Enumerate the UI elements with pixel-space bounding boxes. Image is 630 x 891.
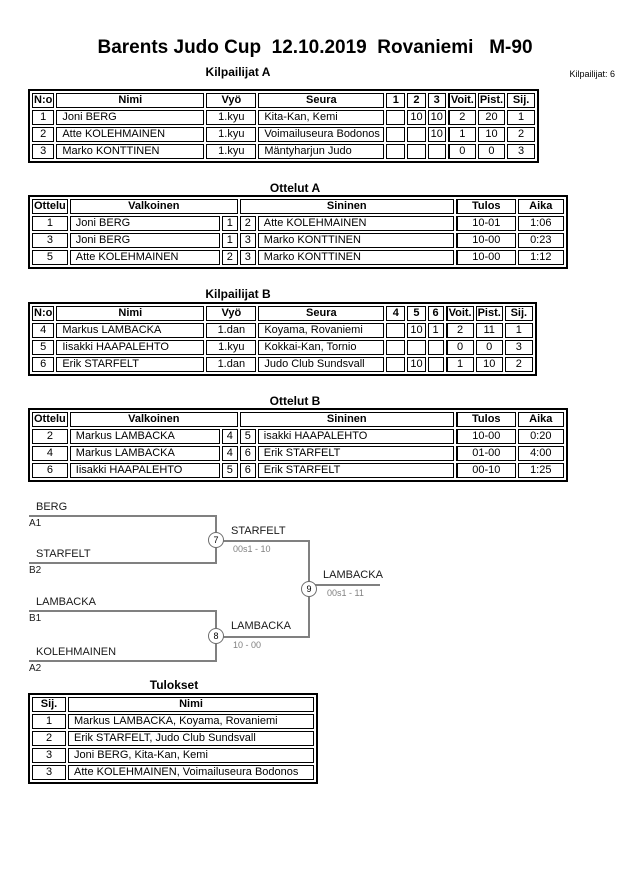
match-score: 00s1 - 11 xyxy=(327,588,364,598)
col-time: Aika xyxy=(517,412,564,427)
col-place: Sij. xyxy=(507,93,536,108)
table-row: 6 Iisakki HAAPALEHTO 5 6 Erik STARFELT 0… xyxy=(32,463,564,478)
pool-a-header-row: N:o Nimi Vyö Seura 1 2 3 Voit. Pist. Sij… xyxy=(32,93,536,108)
col-name: Nimi xyxy=(56,306,205,321)
bracket-line xyxy=(29,515,217,517)
table-row: 4 Markus LAMBACKA 4 6 Erik STARFELT 01-0… xyxy=(32,446,564,461)
page-title: Barents Judo Cup 12.10.2019 Rovaniemi M-… xyxy=(97,37,533,58)
col-white: Valkoinen xyxy=(69,412,238,427)
pool-a-title: Kilpailijat A xyxy=(205,65,271,79)
results-table: Sij. Nimi 1 Markus LAMBACKA, Koyama, Rov… xyxy=(28,693,318,784)
bracket-line xyxy=(310,584,380,586)
bracket-line xyxy=(217,540,310,542)
col-name: Nimi xyxy=(68,697,314,712)
bracket-line xyxy=(29,660,217,662)
table-row: 1 Markus LAMBACKA, Koyama, Rovaniemi xyxy=(32,714,314,729)
table-row: 4 Markus LAMBACKA 1.dan Koyama, Rovaniem… xyxy=(32,323,533,338)
bracket-line xyxy=(29,610,217,612)
col-club: Seura xyxy=(258,93,385,108)
col-white: Valkoinen xyxy=(69,199,238,214)
col-number: N:o xyxy=(32,93,55,108)
col-result: Tulos xyxy=(455,412,516,427)
col-time: Aika xyxy=(517,199,564,214)
bracket-line xyxy=(217,636,310,638)
match-score: 10 - 00 xyxy=(233,640,262,650)
bracket-slot-name: KOLEHMAINEN xyxy=(36,646,117,658)
col-result: Tulos xyxy=(455,199,516,214)
bracket-seed: B2 xyxy=(29,565,42,576)
table-row: 2 Atte KOLEHMAINEN 1.kyu Voimailuseura B… xyxy=(32,127,536,142)
col-wins: Voit. xyxy=(447,93,476,108)
match-winner: LAMBACKA xyxy=(323,569,383,581)
col-match: Ottelu xyxy=(32,199,68,214)
table-row: 3 Atte KOLEHMAINEN, Voimailuseura Bodono… xyxy=(32,765,314,780)
table-row: 2 Markus LAMBACKA 4 5 isakki HAAPALEHTO … xyxy=(32,429,564,444)
col-number: N:o xyxy=(32,306,55,321)
pool-a-table: N:o Nimi Vyö Seura 1 2 3 Voit. Pist. Sij… xyxy=(28,89,540,163)
col-opp1: 1 xyxy=(386,93,406,108)
match-number-badge: 7 xyxy=(208,532,224,548)
pool-b-header-row: N:o Nimi Vyö Seura 4 5 6 Voit. Pist. Sij… xyxy=(32,306,533,321)
col-points: Pist. xyxy=(475,306,503,321)
table-row: 3 Joni BERG 1 3 Marko KONTTINEN 10-00 0:… xyxy=(32,233,564,248)
matches-a-table: Ottelu Valkoinen Sininen Tulos Aika 1 Jo… xyxy=(28,195,568,269)
col-place: Sij. xyxy=(32,697,66,712)
match-winner: LAMBACKA xyxy=(231,620,291,632)
table-row: 5 Atte KOLEHMAINEN 2 3 Marko KONTTINEN 1… xyxy=(32,250,564,265)
match-number-badge: 9 xyxy=(301,581,317,597)
col-belt: Vyö xyxy=(206,306,257,321)
col-opp5: 5 xyxy=(407,306,426,321)
pool-b-title: Kilpailijat B xyxy=(205,287,271,301)
bracket-slot-name: LAMBACKA xyxy=(36,596,96,608)
pool-b-table: N:o Nimi Vyö Seura 4 5 6 Voit. Pist. Sij… xyxy=(28,302,537,376)
bracket-slot-name: STARFELT xyxy=(36,548,91,560)
results-title: Tulokset xyxy=(149,678,199,692)
matches-a-header-row: Ottelu Valkoinen Sininen Tulos Aika xyxy=(32,199,564,214)
table-row: 1 Joni BERG 1 2 Atte KOLEHMAINEN 10-01 1… xyxy=(32,216,564,231)
col-blue: Sininen xyxy=(239,412,454,427)
results-header-row: Sij. Nimi xyxy=(32,697,314,712)
bracket-slot-name: BERG xyxy=(36,501,68,513)
col-club: Seura xyxy=(258,306,385,321)
table-row: 3 Marko KONTTINEN 1.kyu Mäntyharjun Judo… xyxy=(32,144,536,159)
col-opp2: 2 xyxy=(407,93,426,108)
match-number-badge: 8 xyxy=(208,628,224,644)
bracket-seed: B1 xyxy=(29,613,42,624)
matches-b-title: Ottelut B xyxy=(269,394,321,408)
bracket-line xyxy=(29,562,217,564)
col-opp4: 4 xyxy=(386,306,406,321)
table-row: 6 Erik STARFELT 1.dan Judo Club Sundsval… xyxy=(32,357,533,372)
col-place: Sij. xyxy=(504,306,533,321)
participants-count: Kilpailijat: 6 xyxy=(569,69,615,79)
matches-b-header-row: Ottelu Valkoinen Sininen Tulos Aika xyxy=(32,412,564,427)
col-match: Ottelu xyxy=(32,412,68,427)
table-row: 1 Joni BERG 1.kyu Kita-Kan, Kemi 10 10 2… xyxy=(32,110,536,125)
col-belt: Vyö xyxy=(206,93,257,108)
table-row: 3 Joni BERG, Kita-Kan, Kemi xyxy=(32,748,314,763)
col-opp3: 3 xyxy=(427,93,446,108)
match-score: 00s1 - 10 xyxy=(233,544,271,554)
col-blue: Sininen xyxy=(239,199,454,214)
col-opp6: 6 xyxy=(427,306,444,321)
table-row: 5 Iisakki HAAPALEHTO 1.kyu Kokkai-Kan, T… xyxy=(32,340,533,355)
matches-a-title: Ottelut A xyxy=(269,181,321,195)
col-name: Nimi xyxy=(56,93,205,108)
match-winner: STARFELT xyxy=(231,525,286,537)
col-points: Pist. xyxy=(477,93,506,108)
matches-b-table: Ottelu Valkoinen Sininen Tulos Aika 2 Ma… xyxy=(28,408,568,482)
bracket-seed: A2 xyxy=(29,663,42,674)
table-row: 2 Erik STARFELT, Judo Club Sundsvall xyxy=(32,731,314,746)
col-wins: Voit. xyxy=(445,306,474,321)
bracket-seed: A1 xyxy=(29,518,42,529)
